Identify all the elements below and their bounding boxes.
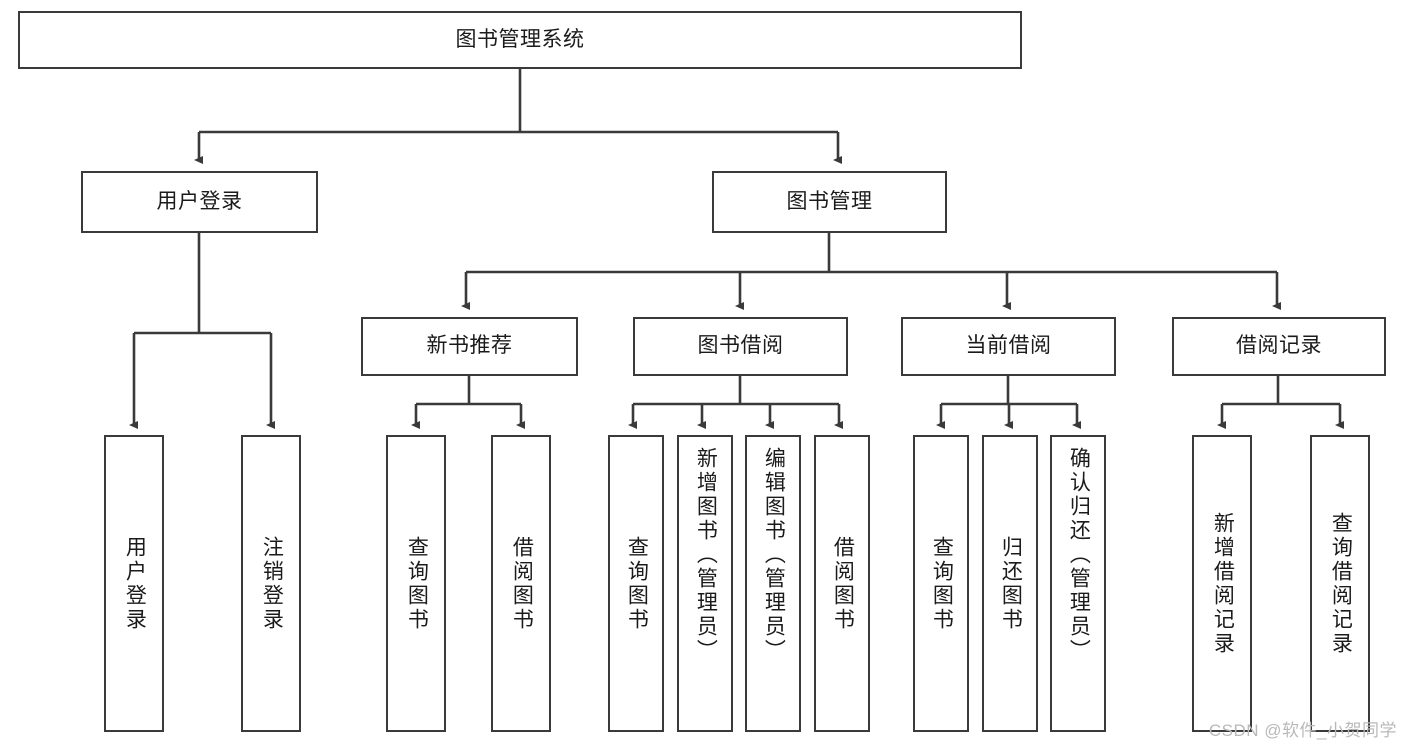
node-leaf-borrow-book-2[interactable]: 借阅图书 xyxy=(814,435,870,732)
node-label: 用户登录 xyxy=(156,189,243,213)
node-label: 新增借阅记录 xyxy=(1211,511,1235,656)
node-label: 查询借阅记录 xyxy=(1329,511,1353,656)
node-leaf-query-record[interactable]: 查询借阅记录 xyxy=(1310,435,1370,732)
node-user-login[interactable]: 用户登录 xyxy=(81,171,318,233)
node-leaf-confirm-return[interactable]: 确认归还（管理员） xyxy=(1050,435,1106,732)
node-leaf-return-book[interactable]: 归还图书 xyxy=(982,435,1038,732)
node-leaf-query-book-3[interactable]: 查询图书 xyxy=(913,435,969,732)
node-leaf-query-book-2[interactable]: 查询图书 xyxy=(608,435,664,732)
node-label: 新增图书（管理员） xyxy=(694,447,718,663)
node-label: 确认归还（管理员） xyxy=(1067,447,1091,663)
node-leaf-borrow-book-1[interactable]: 借阅图书 xyxy=(491,435,551,732)
node-leaf-edit-book[interactable]: 编辑图书（管理员） xyxy=(745,435,801,732)
node-book-manage[interactable]: 图书管理 xyxy=(712,171,947,233)
node-label: 查询图书 xyxy=(625,535,649,632)
node-leaf-add-record[interactable]: 新增借阅记录 xyxy=(1192,435,1252,732)
node-label: 注销登录 xyxy=(260,535,284,632)
node-label: 借阅记录 xyxy=(1236,334,1322,358)
node-borrow-record[interactable]: 借阅记录 xyxy=(1172,317,1386,376)
node-root-system[interactable]: 图书管理系统 xyxy=(18,11,1022,69)
node-label: 当前借阅 xyxy=(965,334,1052,358)
node-leaf-query-book-1[interactable]: 查询图书 xyxy=(386,435,446,732)
node-label: 查询图书 xyxy=(405,535,429,632)
node-label: 编辑图书（管理员） xyxy=(762,447,786,663)
node-label: 图书管理系统 xyxy=(455,27,585,51)
node-current-borrow[interactable]: 当前借阅 xyxy=(901,317,1116,376)
node-leaf-user-login[interactable]: 用户登录 xyxy=(104,435,164,732)
node-leaf-logout[interactable]: 注销登录 xyxy=(241,435,301,732)
node-label: 借阅图书 xyxy=(510,535,534,632)
node-label: 图书管理 xyxy=(786,189,873,213)
node-label: 查询图书 xyxy=(930,535,954,632)
node-book-borrow[interactable]: 图书借阅 xyxy=(633,317,848,376)
node-new-book-recommend[interactable]: 新书推荐 xyxy=(361,317,578,376)
node-label: 借阅图书 xyxy=(831,535,855,632)
watermark-text: CSDN @软件_小贺同学 xyxy=(1208,721,1397,740)
node-label: 归还图书 xyxy=(999,535,1023,632)
node-label: 图书借阅 xyxy=(697,334,784,358)
node-leaf-add-book[interactable]: 新增图书（管理员） xyxy=(677,435,733,732)
node-label: 用户登录 xyxy=(123,535,147,632)
node-label: 新书推荐 xyxy=(426,334,513,358)
